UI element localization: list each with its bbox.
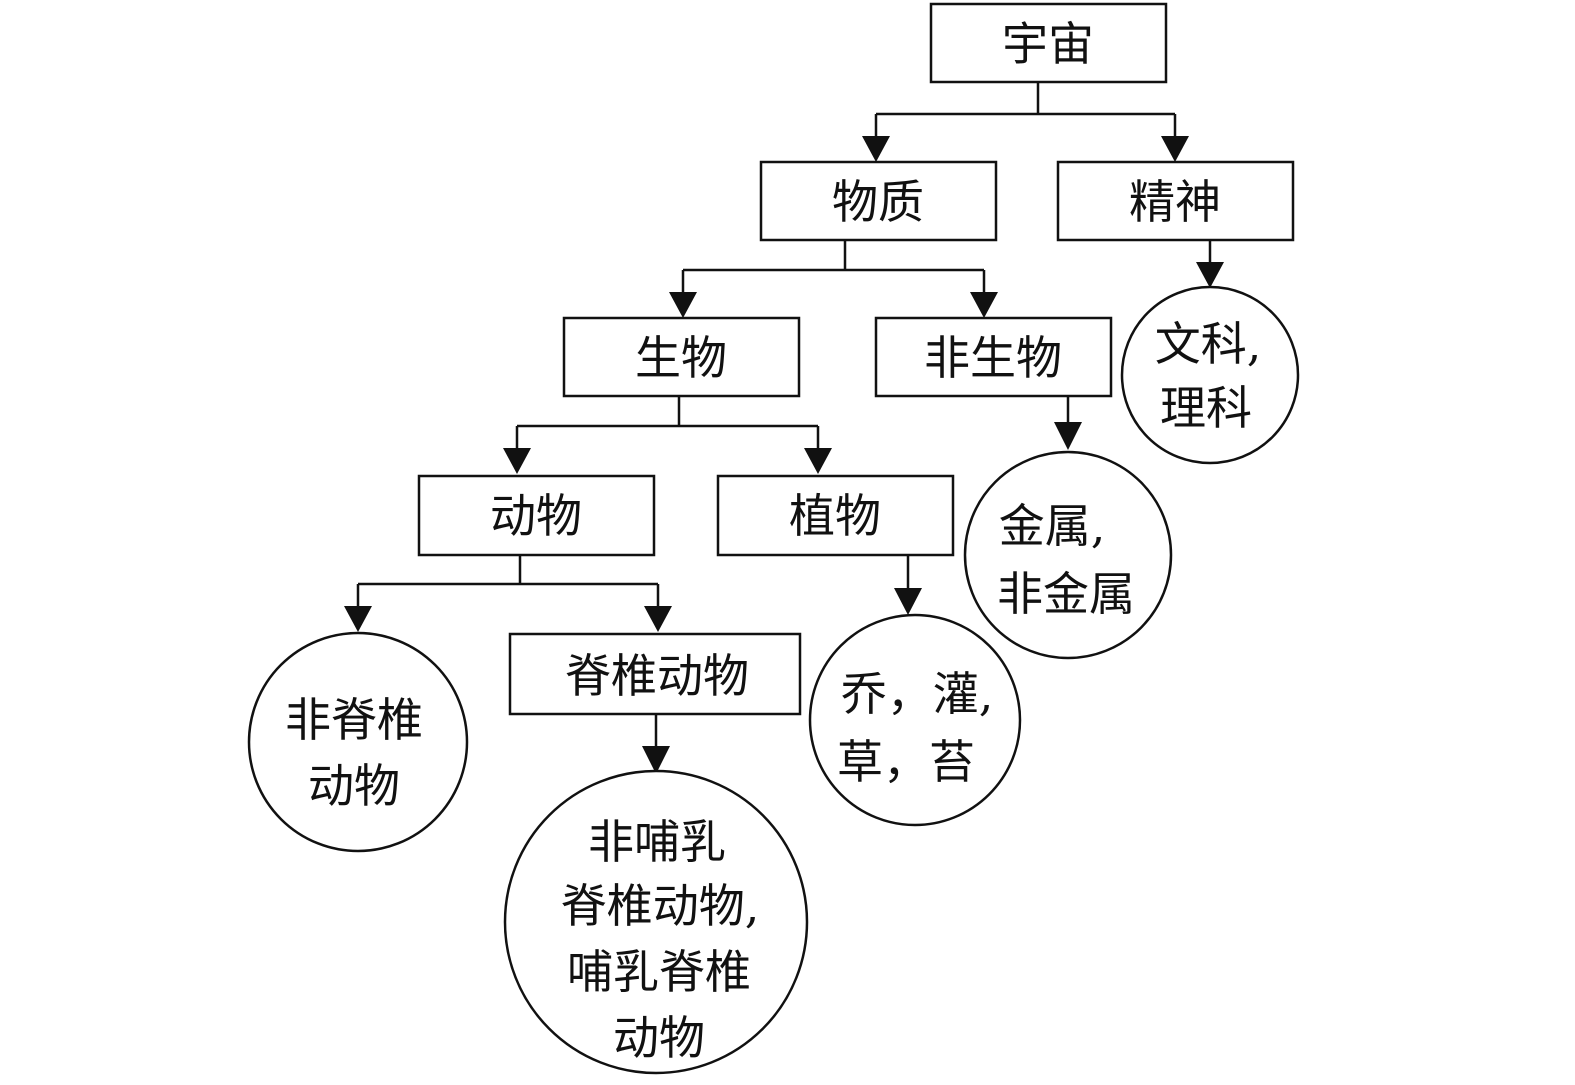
arrowhead xyxy=(804,448,832,474)
node-label-line: 金属, xyxy=(999,499,1106,553)
arrowhead xyxy=(1161,136,1189,162)
node-label: 生物 xyxy=(635,331,727,385)
node-invertebrate: 非脊椎 动物 xyxy=(247,631,469,853)
node-label-line: 非脊椎 xyxy=(285,693,423,747)
node-nonliving: 非生物 xyxy=(874,316,1113,398)
arrowhead xyxy=(344,606,372,632)
node-plant: 植物 xyxy=(716,474,955,557)
node-label-line: 乔，灌, xyxy=(841,667,994,721)
node-label-line: 文科, xyxy=(1155,317,1262,371)
node-label-line: 理科 xyxy=(1160,381,1252,435)
connectors xyxy=(356,82,1212,746)
node-universe: 宇宙 xyxy=(929,2,1168,84)
node-plant-types: 乔，灌, 草，苔 xyxy=(808,613,1022,827)
node-label: 物质 xyxy=(832,175,924,229)
arrowhead xyxy=(970,292,998,318)
node-label: 宇宙 xyxy=(1002,17,1094,71)
node-label: 动物 xyxy=(490,489,582,543)
arrowhead xyxy=(1054,422,1082,450)
node-label-line: 动物 xyxy=(613,1011,705,1065)
node-label-line: 脊椎动物, xyxy=(561,879,760,933)
node-label-line: 动物 xyxy=(308,759,400,813)
arrowhead xyxy=(894,588,922,615)
node-label-line: 草，苔 xyxy=(837,735,975,789)
arrowhead xyxy=(503,448,531,474)
node-label: 精神 xyxy=(1129,175,1221,229)
node-label: 植物 xyxy=(789,489,881,543)
arrowhead xyxy=(669,292,697,318)
node-label-line: 哺乳脊椎 xyxy=(567,945,751,999)
node-metal: 金属, 非金属 xyxy=(963,450,1173,660)
node-label-line: 非金属 xyxy=(997,567,1135,621)
node-label: 脊椎动物 xyxy=(565,649,749,703)
node-animal: 动物 xyxy=(417,474,656,557)
node-living: 生物 xyxy=(562,316,801,398)
arrowhead xyxy=(1196,262,1224,288)
node-vertebrate: 脊椎动物 xyxy=(508,632,802,716)
node-label-line: 非哺乳 xyxy=(588,815,726,869)
arrowhead xyxy=(862,136,890,162)
arrowheads xyxy=(344,136,1224,774)
node-vertebrate-types: 非哺乳 脊椎动物, 哺乳脊椎 动物 xyxy=(503,769,809,1075)
node-liberal-science: 文科, 理科 xyxy=(1120,285,1300,465)
node-matter: 物质 xyxy=(759,160,998,242)
node-spirit: 精神 xyxy=(1056,160,1295,242)
arrowhead xyxy=(642,746,670,774)
arrowhead xyxy=(644,606,672,632)
node-label: 非生物 xyxy=(924,331,1062,385)
